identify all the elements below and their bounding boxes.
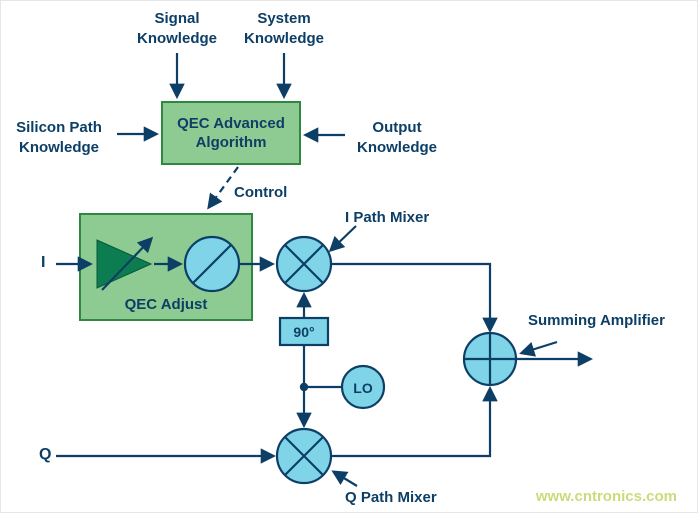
amplifier-triangle [96,239,153,289]
q-mixer-icon [275,427,333,485]
variable-amplifier-icon [96,236,154,291]
watermark: www.cntronics.com [535,488,677,505]
i-mixer-icon [275,235,333,293]
signal-knowledge-label: Signal Knowledge [136,10,217,47]
q-path-mixer-pointer-arrow [331,470,358,487]
silicon-path-knowledge-label: Silicon Path Knowledge [16,119,102,156]
lo-label: LO [353,380,373,396]
phase-adjust-slash [192,244,232,284]
phase-90-label: 90° [293,324,315,340]
q-path-mixer-label: Q Path Mixer [345,489,437,506]
i-path-mixer-pointer-arrow [328,225,357,253]
summing-amplifier-pointer-arrow [519,340,558,357]
qec-advanced-algorithm-label: QEC Advanced Algorithm [177,114,285,152]
qmixer-to-summing-line [331,385,498,458]
control-dashed-arrow [207,166,239,210]
control-label: Control [234,184,288,201]
i-path-mixer-label: I Path Mixer [345,209,430,226]
summing-amplifier-icon [462,331,518,387]
i-mixer-x2 [284,244,324,284]
phase-adjust-icon [183,235,241,293]
qec-advanced-algorithm-box: QEC Advanced Algorithm [161,101,301,165]
qec-adjust-label: QEC Adjust [124,296,208,313]
system-knowledge-label: System Knowledge [243,10,324,47]
summing-amplifier-label: Summing Amplifier [528,312,665,329]
amplifier-gain-arrow [101,236,154,291]
q-input-label: Q [39,446,52,463]
q-mixer-x2 [284,436,324,476]
output-knowledge-label: Output Knowledge [356,119,437,156]
phase-90-box [278,316,330,347]
imixer-to-summing-line [331,262,498,334]
i-input-label: I [41,254,46,271]
